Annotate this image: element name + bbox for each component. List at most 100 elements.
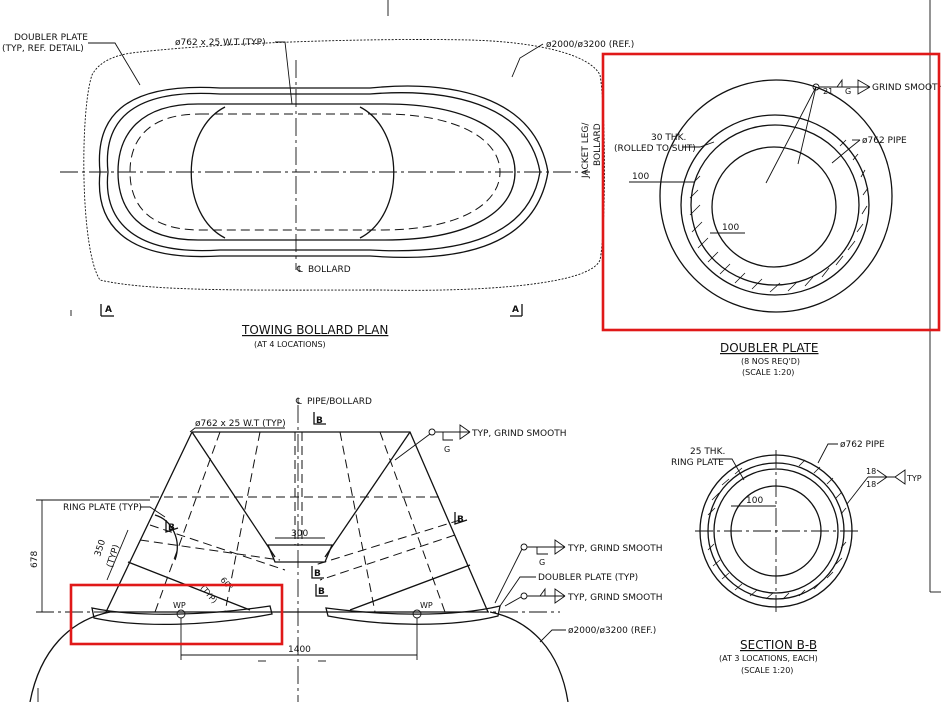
wp-right-label: WP [420,601,433,610]
section-scale: (SCALE 1:20) [741,666,793,675]
doubler-hatching [689,139,869,293]
leader-ref-diam-bottom [539,629,566,643]
leader-weld [765,86,817,184]
leader-30thk [682,141,715,148]
ring-plate-label: RING PLATE [671,458,724,468]
doubler-scale: (SCALE 1:20) [742,368,794,377]
towing-bollard-plan: DOUBLER PLATE (TYP, REF. DETAIL) ø762 x … [2,33,634,349]
dim100a: 100 [632,172,649,182]
leader-ring-plate [140,506,166,518]
weld-symbol-3 [539,587,546,597]
highlight-doubler-detail [601,52,941,332]
doubler-outer-circle [659,79,893,313]
dim100c: 100 [746,496,763,506]
pipe-inner-bb [713,468,839,594]
weld-arrow-2 [554,539,566,555]
doubler-title: DOUBLER PLATE [720,341,819,355]
dash-diag-left [139,539,281,561]
rolled-label: (ROLLED TO SUIT) [614,144,696,154]
leader-pipe-wt-elev [189,427,285,433]
inner-ring-dashed [129,113,501,231]
plan-subtitle: (AT 4 LOCATIONS) [254,340,326,349]
jacket-leg-label-2: BOLLARD [593,123,603,166]
g2-label: G [539,558,545,567]
highlight-base-saddle [69,583,284,646]
wp-left-label: WP [173,601,186,610]
b-mark-top: B [316,416,323,426]
typ-small-label: TYP [906,474,922,483]
weld21: 21 [823,87,833,96]
doubler-qty: (8 NOS REQ'D) [741,357,800,366]
weld-g: G [845,87,851,96]
doubler-plate-detail: 30 THK. (ROLLED TO SUIT) 100 100 21 G GR… [614,78,941,377]
section-sub: (AT 3 LOCATIONS, EACH) [719,654,818,663]
weld-leader-3 [504,596,522,607]
grind-smooth-label: GRIND SMOOTH [872,83,941,93]
weld-g-symbol-2 [536,547,548,555]
cl-bollard-symbol: ℄ [296,265,303,275]
saddle-left [91,605,273,626]
weld-symbol [836,78,843,88]
typ-grind-1: TYP, GRIND SMOOTH [471,429,566,439]
weld-arrow-1 [459,424,471,440]
dim100b: 100 [722,223,739,233]
cl-bollard-label: BOLLARD [308,265,351,275]
leader-weld-2 [797,86,817,165]
doubler-plate-label: DOUBLER PLATE [14,33,88,43]
b-mark-mid2-arrow [315,584,328,597]
leader-762pipe-2 [831,139,861,164]
dash-diag-right-2 [319,534,456,581]
cl-pipe-bollard-label: PIPE/BOLLARD [307,397,372,407]
b-mark-mid1-arrow [311,566,324,579]
pipe-wt-label: ø762 x 25 W.T (TYP) [175,38,266,48]
b-mid1-label: B [314,569,321,579]
b-mid2-label: B [318,587,325,597]
plan-outline [83,39,605,291]
section-b-b: 25 THK. RING PLATE ø762 PIPE 18 18 TYP 1… [671,440,922,675]
pipe-arc-right [359,106,395,239]
weld-leader-2 [494,548,523,604]
chord-arc-right [489,611,569,702]
cl-pipe-symbol: ℄ [295,397,302,407]
outer-ring-2 [106,92,541,252]
thk25-label: 25 THK. [690,447,725,457]
weld-circle-3 [520,592,528,600]
leader-doubler [88,42,141,86]
b-left-label: B [168,523,175,533]
weld-arrow-line [857,79,871,95]
leader-ref-diam [511,43,544,78]
pipe-arc-left [190,106,226,239]
dash-right-2 [339,431,376,613]
g1-label: G [444,445,450,454]
dash-left-1 [154,431,221,613]
thk30-label: 30 THK. [651,133,686,143]
pipe-inner [690,124,860,286]
section-title: SECTION B-B [740,638,817,652]
typ-ref-detail-label: (TYP, REF. DETAIL) [2,44,84,54]
plan-title: TOWING BOLLARD PLAN [241,323,388,337]
ring-plate-typ-label: RING PLATE (TYP) [63,503,142,513]
doubler-inner [711,146,837,268]
pipe-outer [680,114,870,296]
dim300-label: 300 [291,529,308,539]
pipe762-label: ø762 PIPE [862,136,907,146]
leader-pipe-wt [275,41,293,105]
weld-leader-1 [394,433,431,461]
chord-arc-left [29,611,111,702]
b-right-label: B [457,515,464,525]
bb-hatching [707,459,847,600]
leader-weld-bb [846,476,869,505]
outer-ring-1 [98,85,549,259]
pipe-wt-elev-label: ø762 x 25 W.T (TYP) [195,419,286,429]
inner-ring [117,103,516,241]
leader-25thk [712,458,745,481]
saddle-right [325,605,501,625]
section-a-left: A [105,305,112,315]
section-a-right: A [512,305,519,315]
dim350-typ-label: (TYP) [105,544,122,569]
pipe-right-a [324,431,411,558]
pipe-left-a [191,431,276,558]
typ-angle-label: (TYP) [198,584,218,606]
dim350-line [106,529,129,581]
